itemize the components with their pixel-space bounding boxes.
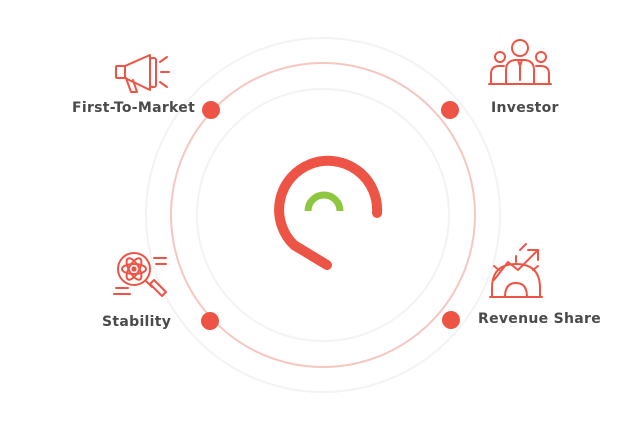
company-logo-icon [274, 155, 383, 270]
node-dot-investor[interactable] [441, 101, 459, 119]
growth-gear-icon [489, 243, 543, 298]
node-dot-first-to-market[interactable] [202, 101, 220, 119]
atom-magnifier-icon [113, 252, 167, 297]
investor-team-icon [488, 39, 552, 85]
node-label-investor: Investor [491, 100, 559, 116]
inner-ring [196, 88, 450, 342]
megaphone-icon [115, 54, 170, 93]
node-label-first-to-market: First-To-Market [72, 100, 196, 116]
node-label-revenue-share: Revenue Share [478, 311, 601, 327]
node-dot-stability[interactable] [201, 312, 219, 330]
outer-ring [145, 37, 501, 393]
node-label-stability: Stability [102, 314, 172, 330]
node-dot-revenue-share[interactable] [442, 311, 460, 329]
main-ring [170, 62, 476, 368]
